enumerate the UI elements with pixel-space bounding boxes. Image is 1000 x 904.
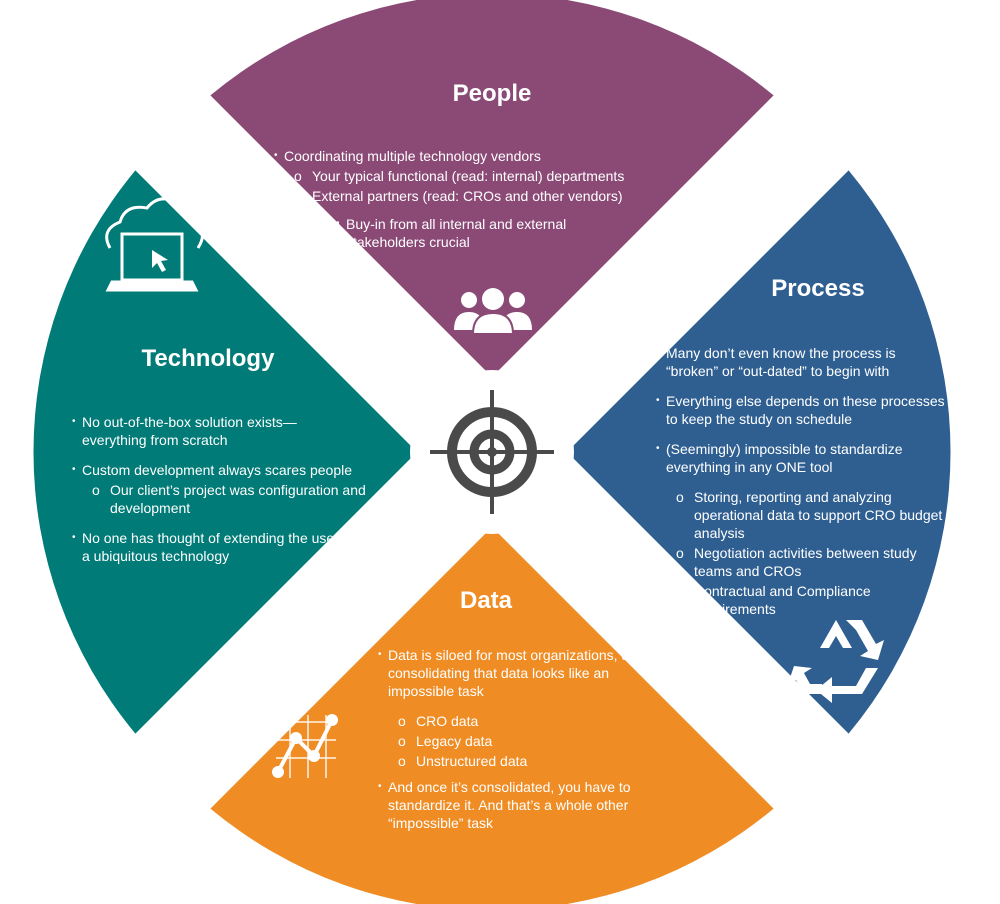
list-item: Data is siloed for most organizations, a…: [378, 646, 670, 700]
list-item: Your typical functional (read: internal)…: [294, 167, 694, 185]
recycle-icon: [788, 620, 884, 703]
process-title: Process: [771, 275, 865, 302]
list-item: Contractual and Compliance requirements: [676, 582, 949, 618]
people-title: People: [452, 80, 532, 107]
crosshair-target-icon: [430, 390, 554, 514]
people-group-icon: [454, 288, 532, 335]
list-item: Legacy data: [398, 732, 668, 750]
list-item: Many don’t even know the process is “bro…: [656, 344, 936, 380]
list-item: Our client’s project was configuration a…: [92, 481, 380, 517]
list-item: No out-of-the-box solution exists—everyt…: [72, 413, 342, 449]
list-item: Unstructured data: [398, 752, 668, 770]
list-item: Negotiation activities between study tea…: [676, 544, 949, 580]
cloud-laptop-icon: [105, 197, 204, 292]
list-item: External partners (read: CROs and other …: [294, 187, 694, 205]
process-bullets: Many don’t even know the process is “bro…: [656, 344, 948, 620]
data-title: Data: [459, 587, 513, 614]
list-item: And once it’s consolidated, you have to …: [378, 778, 678, 832]
list-item: Custom development always scares people: [72, 461, 372, 479]
list-item: Buy-in from all internal and external st…: [336, 215, 616, 251]
line-chart-icon: [272, 714, 338, 778]
list-item: No one has thought of extending the use …: [72, 529, 352, 565]
technology-bullets: No out-of-the-box solution exists—everyt…: [72, 413, 372, 577]
people-bullets: Coordinating multiple technology vendors…: [274, 147, 694, 263]
data-bullets: Data is siloed for most organizations, a…: [378, 646, 668, 844]
technology-wedge: [33, 170, 418, 734]
list-item: CRO data: [398, 712, 668, 730]
list-item: Everything else depends on these process…: [656, 392, 956, 428]
list-item: Storing, reporting and analyzing operati…: [676, 488, 949, 542]
technology-title: Technology: [141, 345, 275, 372]
list-item: (Seemingly) impossible to standardize ev…: [656, 440, 936, 476]
list-item: Coordinating multiple technology vendors: [274, 147, 694, 165]
